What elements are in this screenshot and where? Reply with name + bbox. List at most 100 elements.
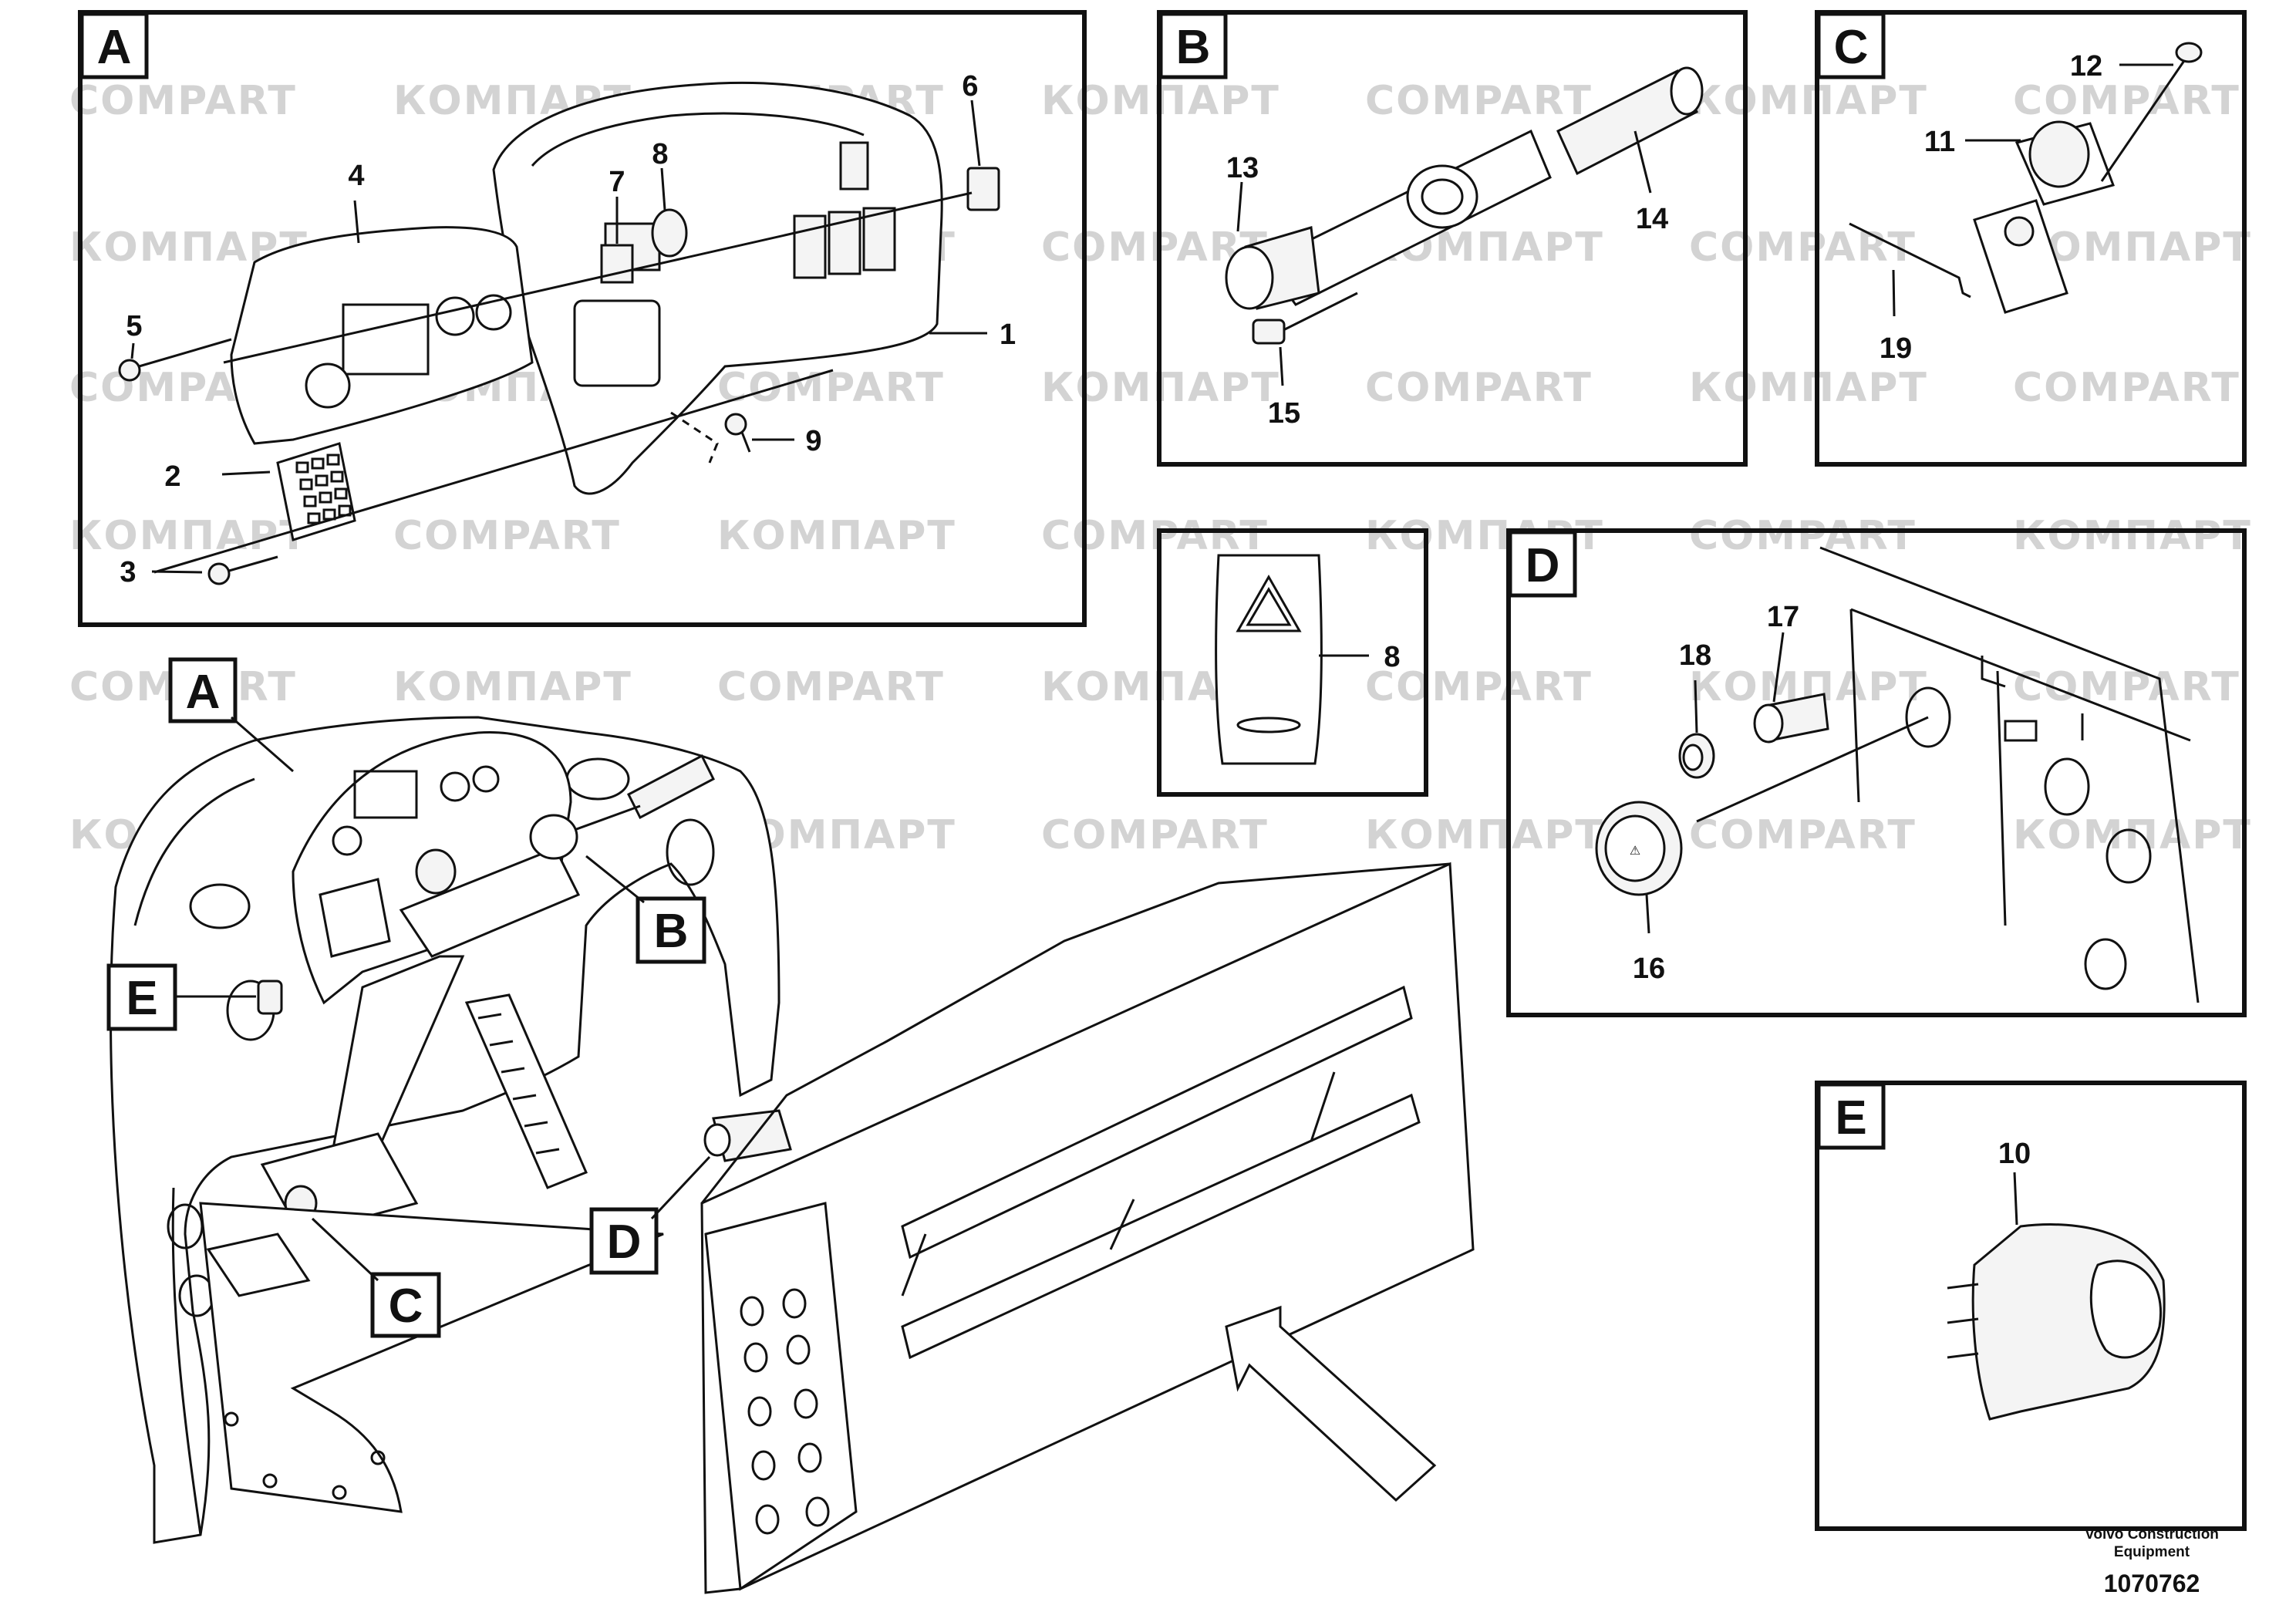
switch-ring-inner: [1421, 178, 1464, 215]
leader-10: [2013, 1172, 2018, 1226]
panel-e-frame: [1815, 1081, 2247, 1531]
switch-button: [2004, 216, 2035, 247]
watermark-text: COMPART: [1689, 513, 1917, 559]
leader-16: [1645, 894, 1650, 934]
panel-d: D ⚠ 18 17 16: [1506, 528, 2247, 1017]
callout-c-leader: [311, 1217, 379, 1282]
overview-switch-ring: [529, 814, 578, 860]
cab-vent-1: [189, 883, 251, 929]
callout-c: C: [389, 1280, 423, 1333]
panel-b: B 13 14 15: [1157, 10, 1748, 467]
callout-d: D: [607, 1216, 642, 1269]
watermark-text: COMPART: [1041, 812, 1269, 858]
hazard-panel-frame: [1157, 528, 1428, 797]
wall-hole-2: [2044, 757, 2090, 816]
watermark-text: COMPART: [717, 664, 945, 710]
horn-pin-2: [1947, 1317, 1979, 1324]
leader-18: [1694, 679, 1698, 733]
cab-floor: [199, 1202, 664, 1513]
hazard-triangle-icon: [1236, 574, 1302, 632]
side-panel-slot-5: [901, 1233, 927, 1297]
horn-pin-1: [1947, 1283, 1979, 1290]
watermark-text: COMPART: [393, 513, 621, 559]
panel-d-frame: [1506, 528, 2247, 1017]
switch-cap-11: [2028, 120, 2090, 188]
watermark-text: КОМПАРТ: [717, 513, 956, 559]
callout-b-box: [636, 896, 706, 964]
callout-d-leader: [650, 1155, 711, 1220]
part-label-1: 1: [1000, 319, 1016, 351]
watermark-text: КОМПАРТ: [69, 513, 308, 559]
panel-d-tag: [1508, 530, 1577, 598]
part-label-5: 5: [126, 310, 142, 342]
switch-grip-14: [1556, 69, 1698, 176]
cluster-display: [342, 303, 430, 376]
callout-e: E: [126, 972, 157, 1025]
side-panel-slot-4: [1310, 1071, 1336, 1142]
part-label-3: 3: [120, 556, 136, 588]
panel-a-letter: A: [97, 21, 132, 74]
panel-b-tag: [1158, 12, 1228, 79]
watermark-text: COMPART: [1689, 224, 1917, 271]
overview-keypad: [319, 878, 391, 958]
hazard-rocker-switch: [1215, 554, 1323, 765]
part-label-12: 12: [2070, 50, 2102, 83]
panel-e-letter: E: [1835, 1091, 1866, 1145]
overview-socket-end: [703, 1123, 731, 1157]
panel-hazard-switch: 8: [1157, 528, 1428, 797]
company-name-line2: Equipment: [2114, 1544, 2190, 1560]
screw-part-15: [1252, 319, 1286, 345]
watermark-text: COMPART: [2013, 664, 2240, 710]
cluster-axis-line-2: [223, 191, 973, 364]
part-label-19: 19: [1880, 332, 1912, 365]
watermark-layer: COMPART КОМПАРТ COMPART КОМПАРТ COMPART КОМПА…: [69, 78, 2250, 858]
watermark-text: COMPART: [2013, 365, 2240, 411]
leader-2: [221, 470, 271, 476]
screw-part-5: [118, 338, 232, 382]
leader-8: [660, 167, 666, 211]
dashboard-display-opening: [573, 299, 661, 387]
end-block-holes: [740, 1288, 830, 1535]
panel-c-letter: C: [1834, 21, 1869, 74]
socket-cap-16-face: [1604, 814, 1666, 882]
panel-c: C 12 11 19: [1815, 10, 2247, 467]
panel-e-tag: [1816, 1082, 1886, 1150]
cab-front-shell: [110, 716, 781, 1544]
panel-a: A: [78, 10, 1087, 627]
watermark-text: COMPART: [1365, 78, 1593, 124]
side-panel-slot-1: [901, 985, 1413, 1259]
part-label-8: 8: [652, 138, 668, 170]
dash-switch-1: [793, 214, 827, 279]
horn-mouth: [2089, 1259, 2162, 1359]
cab-wall-detail: [1981, 656, 2084, 740]
screw-part-3: [207, 555, 278, 585]
cluster-gauge-2: [435, 296, 475, 336]
dash-switch-2: [828, 211, 861, 275]
overview-horn-e: [257, 980, 283, 1015]
watermark-text: COMPART: [717, 365, 945, 411]
hazard-indicator-lamp: [1236, 717, 1301, 733]
callout-a-box: [168, 657, 238, 723]
part-label-9: 9: [805, 425, 821, 457]
wall-hole-3: [2106, 828, 2152, 884]
floor-bolt-1: [224, 1411, 239, 1427]
overview-gauge-3: [332, 825, 362, 856]
watermark-text: КОМПАРТ: [1689, 78, 1928, 124]
leader-17: [1772, 632, 1785, 703]
socket-part-17-end: [1753, 703, 1784, 744]
cab-vent-5: [666, 818, 715, 886]
part-label-10: 10: [1998, 1138, 2031, 1170]
panel-b-frame: [1157, 10, 1748, 467]
part-label-18: 18: [1679, 639, 1711, 672]
drawing-number: 1070762: [2104, 1570, 2200, 1597]
watermark-text: КОМПАРТ: [1365, 812, 1604, 858]
socket-cap-symbol-icon: ⚠: [1630, 843, 1640, 858]
viewing-direction-arrow: [1225, 1305, 1437, 1502]
socket-part-18-inner: [1682, 744, 1704, 771]
wall-slot: [2004, 720, 2038, 742]
main-overview: A B C D E: [106, 657, 1475, 1594]
callout-b-leader: [585, 855, 645, 904]
watermark-text: COMPART: [2013, 78, 2240, 124]
switch-grip-14-end: [1670, 66, 1704, 116]
part-label-2: 2: [164, 460, 180, 493]
